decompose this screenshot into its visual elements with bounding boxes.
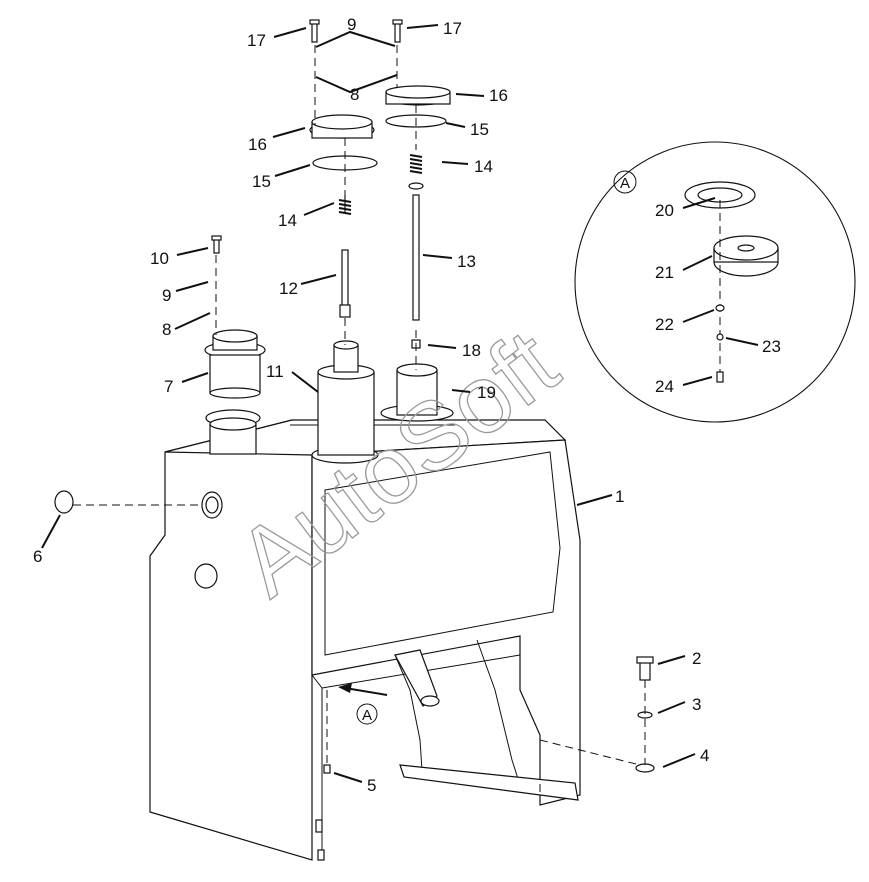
callout-16-right: 16 — [489, 86, 508, 105]
callout-19: 19 — [477, 383, 496, 402]
callout-14-left: 14 — [278, 211, 297, 230]
callout-24: 24 — [655, 377, 674, 396]
callout-10: 10 — [150, 249, 169, 268]
callout-16-left: 16 — [248, 135, 267, 154]
callout-5: 5 — [367, 776, 376, 795]
left-rod-assembly — [309, 114, 378, 318]
filler-neck — [205, 409, 261, 455]
filter-housing-part-11 — [311, 340, 379, 464]
leader-lines — [41, 24, 759, 783]
callout-8-top: 8 — [350, 85, 359, 104]
callout-12: 12 — [279, 279, 298, 298]
callout-18: 18 — [462, 341, 481, 360]
callout-11: 11 — [266, 362, 284, 381]
callout-14-right: 14 — [474, 157, 493, 176]
hardware-stack — [211, 19, 655, 774]
callout-15-right: 15 — [470, 120, 489, 139]
right-rod-assembly — [385, 85, 451, 349]
hydraulic-tank — [149, 419, 581, 861]
callout-22: 22 — [655, 315, 674, 334]
detail-marker-main: A — [362, 707, 372, 724]
detail-a-view: A — [574, 141, 856, 423]
callout-13: 13 — [457, 252, 476, 271]
callout-4: 4 — [700, 746, 709, 765]
callout-1: 1 — [615, 487, 624, 506]
callout-labels: 17 17 9 8 16 15 16 14 15 14 13 10 12 9 8… — [33, 15, 781, 795]
callout-15-left: 15 — [252, 172, 271, 191]
callout-2: 2 — [692, 649, 701, 668]
detail-marker-circle: A — [620, 175, 630, 192]
callout-3: 3 — [692, 695, 701, 714]
callout-17-right: 17 — [443, 19, 462, 38]
callout-17-left: 17 — [247, 31, 266, 50]
assembly-lines — [60, 45, 646, 800]
breather-filler-part-7 — [204, 329, 266, 399]
callout-9-top: 9 — [347, 15, 356, 34]
callout-7: 7 — [164, 377, 173, 396]
callout-20: 20 — [655, 201, 674, 220]
callout-23: 23 — [762, 337, 781, 356]
callout-21: 21 — [655, 263, 674, 282]
callout-9-left: 9 — [162, 286, 171, 305]
o-ring-part-6 — [54, 490, 74, 514]
callout-6: 6 — [33, 547, 42, 566]
filter-housing-part-19 — [380, 363, 454, 422]
callout-8-left: 8 — [162, 320, 171, 339]
